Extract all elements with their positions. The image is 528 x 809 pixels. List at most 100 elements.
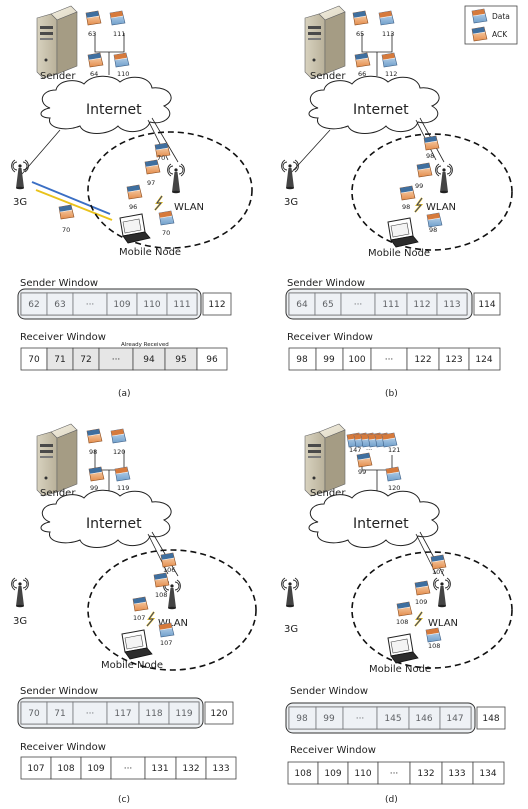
window-cell-value: ···: [354, 300, 363, 310]
window-cell-value: 108: [57, 764, 74, 774]
packet-number: ···: [366, 446, 372, 454]
data-packet-icon: [58, 204, 75, 220]
data-packet-icon: [160, 552, 177, 568]
wireless-link-icon: [414, 197, 423, 213]
window-cell-value: ···: [356, 714, 365, 724]
internet-label: Internet: [86, 102, 142, 118]
window-cell-value: ···: [385, 355, 394, 365]
packet-number: 97: [147, 179, 155, 187]
packet-number: 109: [415, 598, 427, 606]
receiver-window-cells: 98 99 100 ··· 122 123 124: [288, 347, 501, 371]
wireless-link-icon: [146, 611, 155, 627]
window-cell-value: ···: [86, 709, 95, 719]
packet-number: 66: [358, 70, 366, 78]
window-cell-value: 70: [28, 355, 40, 365]
window-cell-value: 147: [446, 714, 463, 724]
data-packet-icon: [109, 10, 126, 26]
window-cell-value: 109: [87, 764, 104, 774]
window-cell-value: 148: [482, 714, 499, 724]
window-cell-value: 131: [151, 764, 168, 774]
window-cell-value: 119: [175, 709, 192, 719]
packet-number: 147: [349, 446, 361, 454]
window-cell-value: 118: [145, 709, 162, 719]
data-packet-icon: [396, 601, 413, 617]
ack-packet-icon: [471, 26, 488, 42]
panel-a: Sender 63 111 64 110 Internet 3G WLAN Mo…: [11, 5, 253, 399]
packet-number: 107: [133, 614, 145, 622]
data-packet-icon: [381, 432, 398, 448]
window-cell-value: 133: [448, 769, 465, 779]
window-cell-value: 111: [173, 300, 190, 310]
wlan-coverage-area: [351, 133, 513, 251]
wireless-link-icon: [414, 611, 423, 627]
packet-number: 99: [358, 468, 366, 476]
mobile-node-label: Mobile Node: [369, 664, 431, 675]
packet-number: 98: [402, 203, 410, 211]
ack-packet-icon: [426, 212, 443, 228]
receiver-window-cells: 70 71 72 ··· 94 95 96: [20, 347, 228, 371]
legend-ack-label: ACK: [492, 30, 508, 39]
sender-window-cells: 98 99 ··· 145 146 147 148: [288, 706, 506, 730]
internet-cloud: [308, 75, 440, 134]
packet-number: 63: [88, 30, 96, 38]
window-cell-value: 94: [143, 355, 155, 365]
wlan-label: WLAN: [428, 618, 458, 629]
panel-caption: (c): [118, 795, 130, 805]
window-cell-value: 107: [27, 764, 44, 774]
packet-number: 98: [429, 226, 437, 234]
wireless-link-icon: [154, 195, 163, 211]
internet-label: Internet: [353, 516, 409, 532]
data-packet-icon: [399, 185, 416, 201]
panel-d: Sender 147 ··· 121 99 120 Internet 3G WL…: [281, 423, 513, 805]
window-cell-value: 146: [415, 714, 432, 724]
packet-number: 70: [62, 226, 70, 234]
packet-number: 110: [117, 70, 129, 78]
panel-caption: (a): [118, 389, 131, 399]
packet-number: 108: [428, 642, 440, 650]
window-cell-value: 98: [296, 355, 308, 365]
window-cell-value: 114: [478, 300, 495, 310]
sender-server-icon: [36, 423, 78, 497]
mobile-node-label: Mobile Node: [368, 248, 430, 259]
data-packet-icon: [385, 466, 402, 482]
window-cell-value: 120: [210, 709, 227, 719]
internet-cloud: [308, 489, 440, 548]
ack-packet-icon: [356, 452, 373, 468]
packet-number: 99: [415, 182, 423, 190]
ack-packet-icon: [87, 52, 104, 68]
sender-window-cells: 70 71 ··· 117 118 119 120: [20, 701, 234, 725]
packet-number: 96: [129, 203, 137, 211]
data-packet-icon: [414, 580, 431, 596]
panel-b: Sender 65 113 66 112 Internet 3G WLAN Mo…: [281, 5, 513, 399]
packet-number: 108: [155, 591, 167, 599]
cellular-label: 3G: [13, 197, 27, 208]
ack-packet-icon: [158, 622, 175, 638]
cellular-tower-icon: [11, 159, 29, 190]
data-packet-icon: [126, 184, 143, 200]
data-packet-icon: [416, 162, 433, 178]
data-packet-icon: [381, 52, 398, 68]
packet-number: 64: [90, 70, 98, 78]
wlan-label: WLAN: [426, 202, 456, 213]
data-packet-icon: [153, 572, 170, 588]
data-packet-icon: [378, 10, 395, 26]
window-cell-value: 63: [54, 300, 65, 310]
window-cell-value: 109: [113, 300, 130, 310]
wlan-label: WLAN: [174, 202, 204, 213]
window-cell-value: ···: [86, 300, 95, 310]
cellular-label: 3G: [13, 616, 27, 627]
window-cell-value: 99: [323, 355, 335, 365]
mobile-node-laptop-icon: [387, 633, 419, 664]
panel-caption: (d): [385, 795, 398, 805]
receiver-window-cells: 107 108 109 ··· 131 132 133: [20, 756, 237, 780]
window-cell-value: ···: [112, 355, 121, 365]
window-cell-value: 71: [54, 355, 65, 365]
mobile-node-label: Mobile Node: [119, 247, 181, 258]
internet-cloud: [40, 75, 172, 134]
cellular-tower-icon: [281, 577, 299, 608]
internet-cloud: [40, 489, 172, 548]
sender-label: Sender: [40, 488, 76, 499]
wlan-coverage-area: [87, 131, 253, 249]
receiver-window-cells: 108 109 110 ··· 132 133 134: [287, 761, 505, 785]
